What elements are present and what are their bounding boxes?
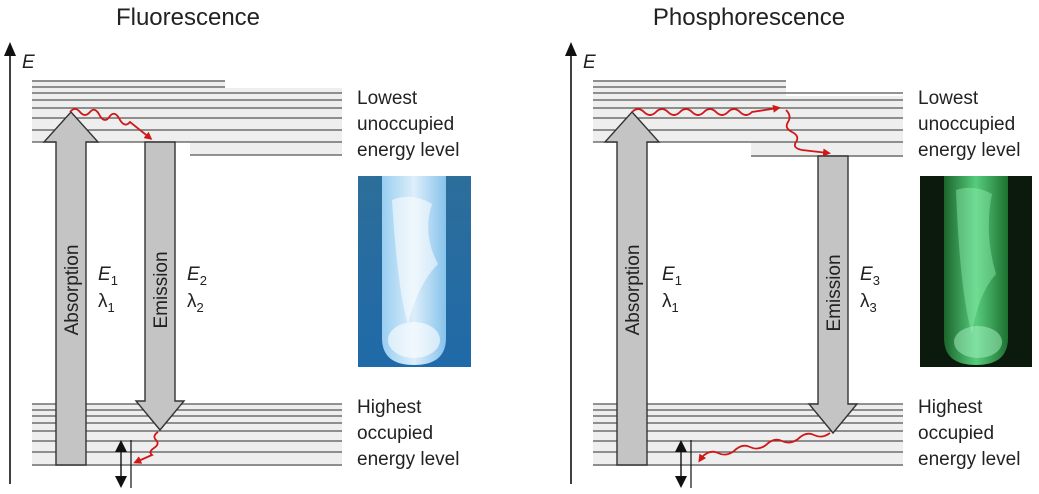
- wavy-relaxation-upper-2: [785, 109, 831, 157]
- wavy-relaxation-lower: [698, 432, 831, 463]
- lumo-label: Lowest unoccupied energy level: [918, 88, 1020, 161]
- energy-axis-arrowhead: [4, 42, 16, 56]
- phosphorescence-photo: [920, 176, 1032, 367]
- wavy-relaxation-lower: [133, 431, 159, 464]
- emission-energy-label: E3: [860, 264, 880, 288]
- emission-label: Emission: [824, 254, 845, 331]
- emission-arrow: [134, 141, 186, 432]
- emission-wavelength-label: λ3: [860, 291, 877, 315]
- spin-down-arrowhead: [115, 476, 127, 488]
- panel-title: Phosphorescence: [653, 4, 845, 31]
- spin-up-arrowhead: [115, 440, 127, 452]
- spin-down-arrowhead: [675, 476, 687, 488]
- energy-axis-label: E: [583, 52, 596, 73]
- spin-up-arrowhead: [675, 440, 687, 452]
- emission-wavelength-label: λ2: [187, 291, 204, 315]
- wavy-crossing-upper: [631, 104, 781, 116]
- lumo-label: Lowest unoccupied energy level: [357, 88, 459, 161]
- wavy-relaxation-upper: [69, 108, 153, 140]
- absorption-arrow: [603, 110, 661, 466]
- absorption-label: Absorption: [62, 245, 83, 336]
- homo-label: Highest occupied energy level: [357, 397, 459, 470]
- energy-axis-label: E: [22, 52, 35, 73]
- absorption-energy-label: E1: [98, 264, 118, 288]
- phosphorescence-panel: Phosphorescence E: [565, 4, 1032, 488]
- absorption-wavelength-label: λ1: [662, 291, 679, 315]
- panel-title: Fluorescence: [116, 4, 260, 31]
- lumo-band-right: [751, 96, 903, 157]
- energy-axis-arrowhead: [565, 42, 577, 56]
- absorption-energy-label: E1: [662, 264, 682, 288]
- lumo-band-right: [190, 88, 342, 155]
- absorption-arrow: [42, 110, 100, 466]
- emission-arrow: [807, 155, 859, 435]
- fluorescence-photo: [358, 176, 471, 367]
- homo-label: Highest occupied energy level: [918, 397, 1020, 470]
- emission-energy-label: E2: [187, 264, 207, 288]
- emission-label: Emission: [151, 251, 172, 328]
- absorption-wavelength-label: λ1: [98, 291, 115, 315]
- absorption-label: Absorption: [623, 245, 644, 336]
- fluorescence-panel: Fluorescence E: [4, 4, 471, 488]
